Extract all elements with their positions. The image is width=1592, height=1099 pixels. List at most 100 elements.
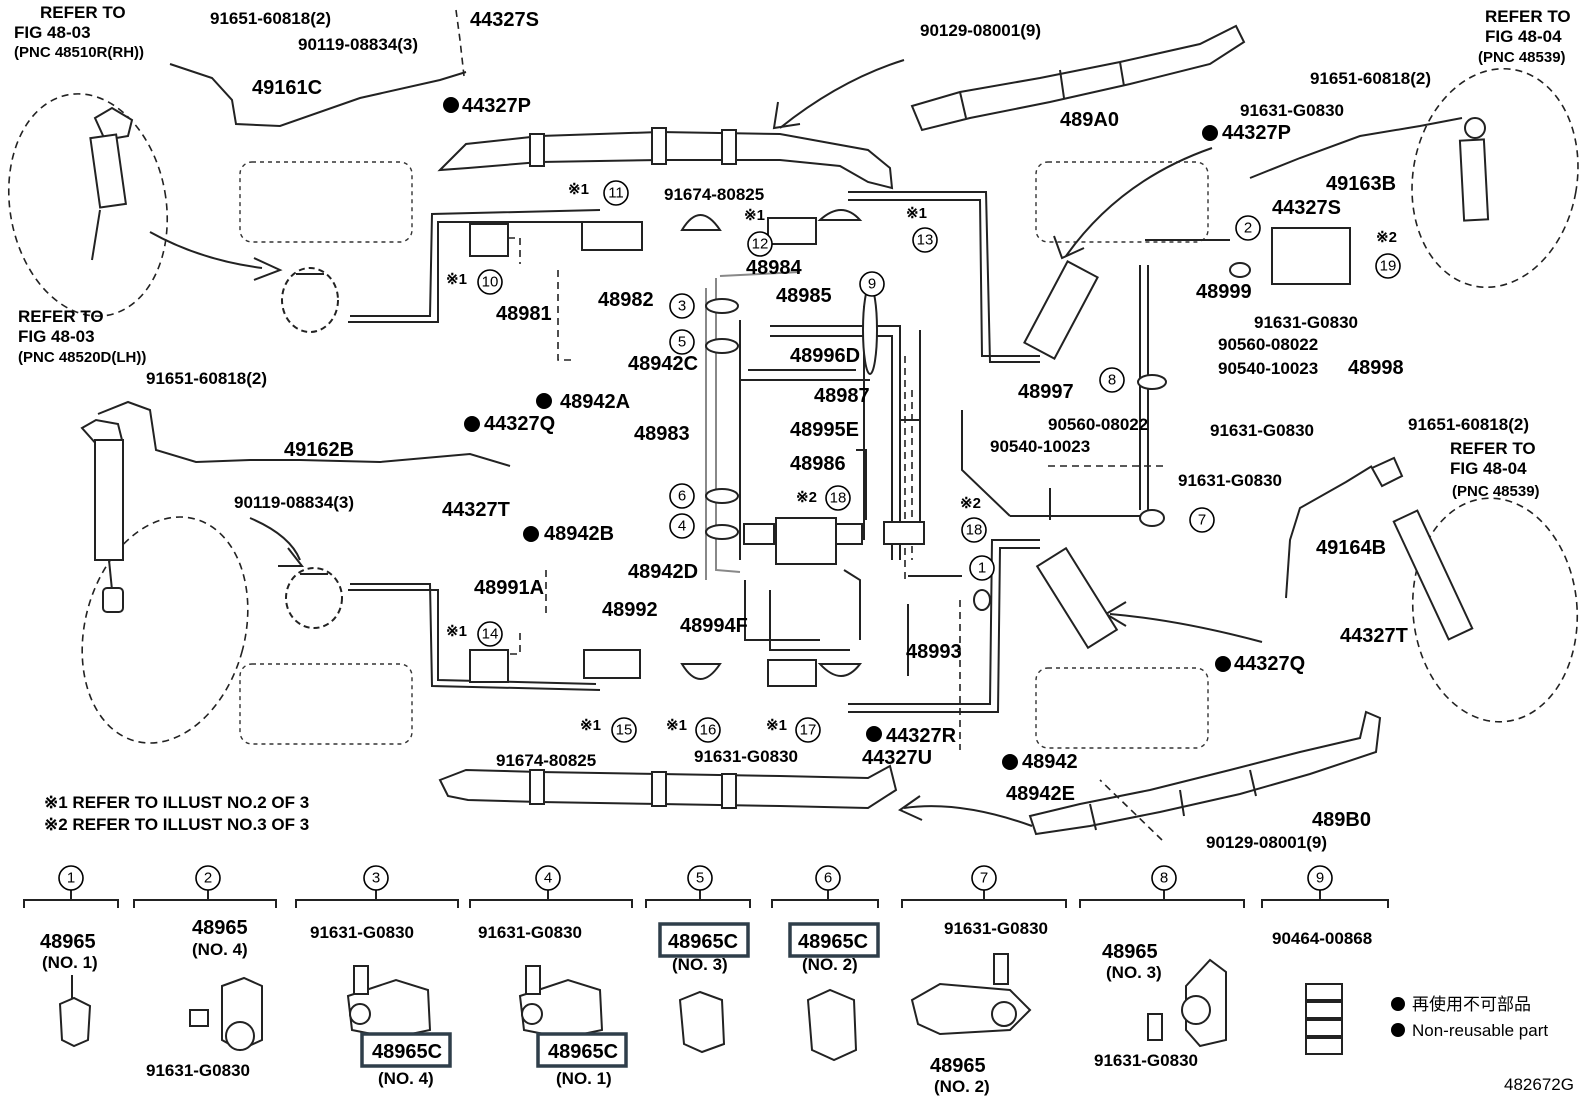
air-lines (97, 63, 1463, 599)
legend-en: Non-reusable part (1412, 1021, 1548, 1040)
callout-17: 17 (795, 717, 821, 743)
label-48942A: 48942A (560, 391, 630, 413)
callout-18a: 18 (825, 485, 851, 511)
label-91674-80825-b: 91674-80825 (496, 751, 596, 770)
detail-header-3: 3 (295, 865, 459, 908)
svg-text:3: 3 (372, 870, 380, 887)
figure-id: 482672G (1504, 1075, 1574, 1094)
svg-text:4: 4 (678, 518, 686, 535)
detail-3-bolt: 91631-G0830 (310, 923, 414, 942)
x2-mark-18a: ※2 (796, 489, 817, 506)
main-piping (348, 191, 1230, 713)
ref-fig-48-03-lh-3: (PNC 48520D(LH)) (18, 349, 146, 366)
detail-5-part-box (658, 922, 750, 958)
detail-header-7: 7 (901, 865, 1067, 908)
label-91631-G0830-e: 91631-G0830 (694, 747, 798, 766)
svg-text:1: 1 (978, 560, 986, 577)
label-91651-60818-a: 91651-60818(2) (210, 9, 331, 28)
brackets (910, 24, 1382, 836)
label-90129-08001-a: 90129-08001(9) (920, 21, 1041, 40)
air-springs (281, 267, 343, 629)
x1-mark-11: ※1 (568, 181, 589, 198)
svg-text:3: 3 (678, 298, 686, 315)
label-90129-08001-b: 90129-08001(9) (1206, 833, 1327, 852)
callout-15: 15 (611, 717, 637, 743)
label-48992: 48992 (602, 599, 658, 621)
label-48985: 48985 (776, 285, 832, 307)
detail-header-2: 2 (133, 865, 277, 908)
ref-fig-48-04-b-1: REFER TO (1450, 439, 1536, 458)
label-44327S-b: 44327S (1272, 197, 1341, 219)
label-48942C: 48942C (628, 353, 698, 375)
valve-blocks (469, 209, 1351, 687)
label-48997: 48997 (1018, 381, 1074, 403)
body-outlines (239, 161, 1209, 749)
label-90560-08022-a: 90560-08022 (1218, 335, 1318, 354)
x2-mark-19: ※2 (1376, 229, 1397, 246)
detail-6-sub: (NO. 2) (802, 955, 858, 974)
shock-absorbers (80, 106, 1490, 641)
label-90119-08834-b: 90119-08834(3) (234, 493, 354, 512)
detail-8-bolt: 91631-G0830 (1094, 1051, 1198, 1070)
svg-text:18: 18 (830, 490, 847, 507)
label-48942: 48942 (1022, 751, 1078, 773)
svg-text:16: 16 (700, 722, 717, 739)
svg-text:7: 7 (1198, 512, 1206, 529)
callout-9: 9 (859, 271, 885, 297)
callout-12: 12 (747, 231, 773, 257)
label-48999: 48999 (1196, 281, 1252, 303)
ref-fig-48-04-a-3: (PNC 48539) (1478, 49, 1566, 66)
svg-text:19: 19 (1380, 258, 1397, 275)
svg-text:8: 8 (1160, 870, 1168, 887)
svg-text:1: 1 (67, 870, 75, 887)
x1-mark-17: ※1 (766, 717, 787, 734)
svg-text:11: 11 (608, 185, 624, 202)
callout-8: 8 (1099, 367, 1125, 393)
detail-2-sub: (NO. 4) (192, 940, 248, 959)
x1-mark-14: ※1 (446, 623, 467, 640)
part-labels: REFER TO FIG 48-03 (PNC 48510R(RH)) REFE… (14, 3, 1571, 852)
detail-ellipses (7, 67, 1579, 744)
label-48982: 48982 (598, 289, 654, 311)
x1-mark-12: ※1 (744, 207, 765, 224)
svg-text:5: 5 (678, 334, 686, 351)
label-90540-10023-a: 90540-10023 (1218, 359, 1318, 378)
svg-text:6: 6 (678, 488, 686, 505)
detail-8-sub: (NO. 3) (1106, 963, 1162, 982)
callout-11: 11 (603, 180, 629, 206)
label-44327R: 44327R (886, 725, 957, 747)
label-44327P-a: 44327P (462, 95, 531, 117)
label-49162B: 49162B (284, 439, 354, 461)
label-49164B: 49164B (1316, 537, 1386, 559)
label-48981: 48981 (496, 303, 552, 325)
svg-text:7: 7 (980, 870, 988, 887)
label-91631-G0830-d: 91631-G0830 (1178, 471, 1282, 490)
detail-4-part: 48965C (548, 1041, 618, 1063)
label-48986: 48986 (790, 453, 846, 475)
detail-header-8: 8 (1079, 865, 1245, 908)
detail-1-part: 48965 (40, 931, 96, 953)
callout-6: 6 (669, 483, 695, 509)
svg-text:8: 8 (1108, 372, 1116, 389)
detail-8-part: 48965 (1102, 941, 1158, 963)
label-489B0: 489B0 (1312, 809, 1371, 831)
svg-text:15: 15 (616, 722, 633, 739)
ref-fig-48-04-b-3: (PNC 48539) (1452, 483, 1540, 500)
detail-header-1: 1 (23, 865, 119, 908)
label-48994F: 48994F (680, 615, 748, 637)
x2-mark-18b: ※2 (960, 495, 981, 512)
label-91631-G0830-b: 91631-G0830 (1254, 313, 1358, 332)
ref-fig-48-03-rh-1: REFER TO (40, 3, 126, 22)
svg-text:13: 13 (917, 232, 934, 249)
ref-fig-48-04-b-2: FIG 48-04 (1450, 459, 1527, 478)
detail-7-part: 48965 (930, 1055, 986, 1077)
detail-header-6: 6 (771, 865, 879, 908)
callout-16: 16 (695, 717, 721, 743)
label-91651-60818-d: 91651-60818(2) (1408, 415, 1529, 434)
callouts: 11 12 13 10 2 19 9 3 5 8 6 4 7 18 18 1 1… (477, 180, 1401, 743)
svg-text:12: 12 (752, 236, 769, 253)
ref-fig-48-03-rh-3: (PNC 48510R(RH)) (14, 44, 144, 61)
svg-text:2: 2 (204, 870, 212, 887)
detail-header-5: 5 (645, 865, 751, 908)
